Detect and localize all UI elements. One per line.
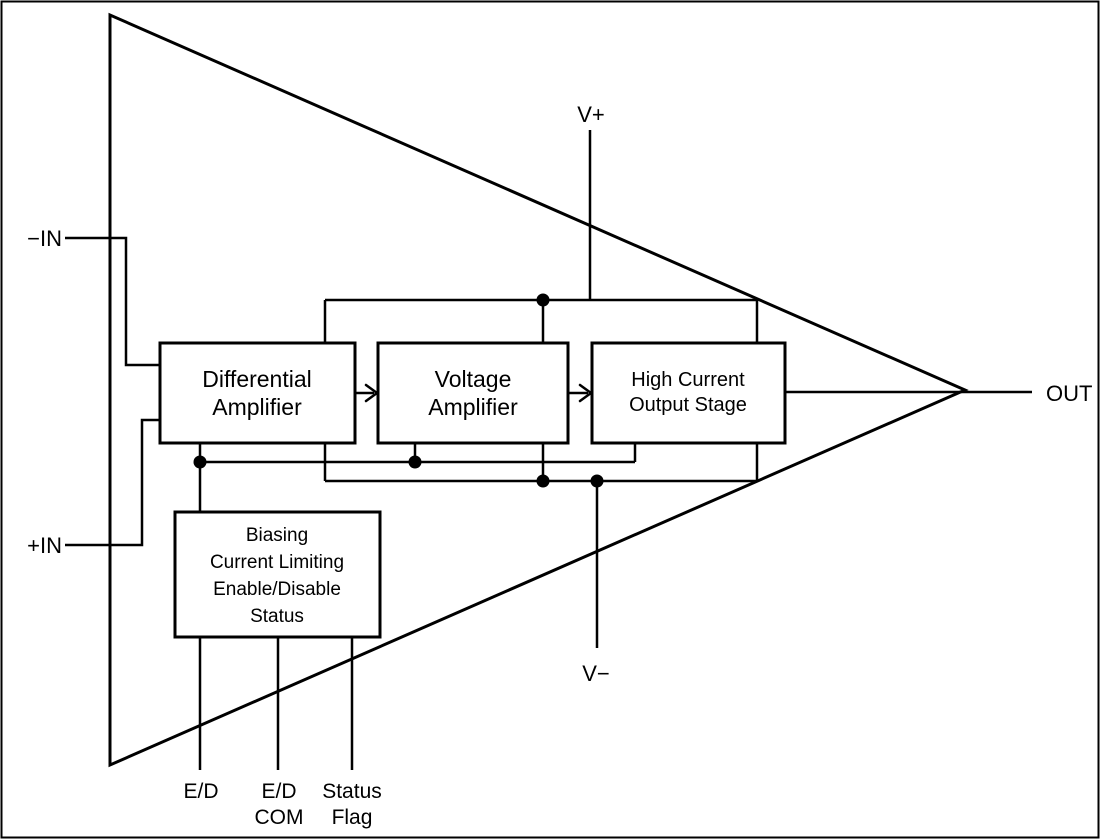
junction-dot-top-rail xyxy=(536,293,550,307)
voltage-amplifier-label-line1: Voltage xyxy=(435,366,512,392)
biasing-block xyxy=(173,510,382,639)
voltage-amplifier-block xyxy=(376,341,570,445)
wire-inverting-input xyxy=(65,236,160,367)
status-flag-label-line2: Flag xyxy=(332,806,373,829)
negative-supply-label: V− xyxy=(582,661,610,686)
differential-amplifier-label-line1: Differential xyxy=(202,366,312,392)
opamp-triangle xyxy=(108,12,969,768)
biasing-label-line2: Current Limiting xyxy=(210,552,344,573)
positive-supply-label: V+ xyxy=(577,102,605,127)
noninverting-input-label: +IN xyxy=(27,533,62,558)
high-current-output-stage-label-line2: Output Stage xyxy=(629,394,747,416)
junction-dot-neg-rail-voltage xyxy=(536,474,550,488)
biasing-label-line4: Status xyxy=(250,606,304,627)
wire-noninverting-input xyxy=(65,418,160,547)
biasing-label-line1: Biasing xyxy=(246,525,308,546)
junction-dot-bias-voltage xyxy=(408,455,422,469)
junction-dot-bias-left xyxy=(193,455,207,469)
high-current-output-stage-label-line1: High Current xyxy=(631,369,745,391)
output-label: OUT xyxy=(1046,381,1092,406)
differential-amplifier-block xyxy=(158,341,357,445)
high-current-output-stage-block xyxy=(590,341,787,445)
differential-amplifier-label-line2: Amplifier xyxy=(212,394,302,420)
inverting-input-label: −IN xyxy=(27,226,62,251)
enable-disable-label: E/D xyxy=(183,780,218,803)
voltage-amplifier-label-line2: Amplifier xyxy=(428,394,518,420)
ed-com-label-line1: E/D xyxy=(261,780,296,803)
status-flag-label-line1: Status xyxy=(322,780,382,803)
biasing-label-line3: Enable/Disable xyxy=(213,579,341,600)
junction-dot-neg-supply xyxy=(590,474,604,488)
ed-com-label-line2: COM xyxy=(255,806,304,829)
